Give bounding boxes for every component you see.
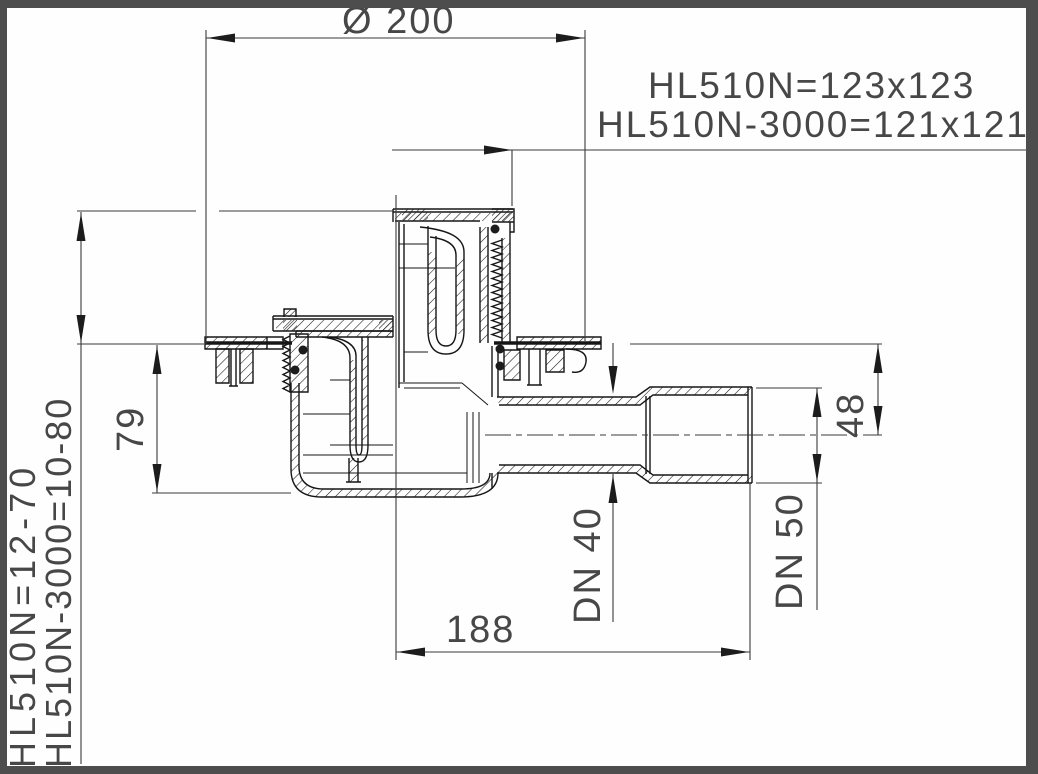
dim-label-axis-offset-48: 48 (830, 391, 872, 438)
dim-label-depth-79: 79 (110, 405, 152, 452)
label-adjust-range-hl510n-3000: HL510N-3000=10-80 (38, 396, 79, 768)
hatch-fills (205, 209, 752, 483)
frame-edge-left (0, 0, 7, 774)
frame-edge-right (1026, 0, 1038, 774)
frame-edge-top (0, 0, 1038, 8)
frame-edge-bottom (0, 766, 1038, 774)
dim-label-length-188: 188 (446, 609, 516, 651)
label-grate-size-hl510n: HL510N=123x123 (648, 65, 976, 106)
dim-label-diameter-200: Ø 200 (342, 0, 456, 42)
dimension-lines (76, 30, 1034, 764)
raised-position-half (392, 208, 602, 406)
lowered-position-half (204, 308, 394, 483)
label-socket-dn50: DN 50 (769, 492, 811, 610)
label-adjust-range-hl510n: HL510N=12-70 (2, 462, 43, 768)
body-and-outlet (205, 224, 753, 498)
label-outlet-dn40: DN 40 (567, 506, 609, 624)
label-grate-size-hl510n-3000: HL510N-3000=121x121 (597, 104, 1029, 145)
